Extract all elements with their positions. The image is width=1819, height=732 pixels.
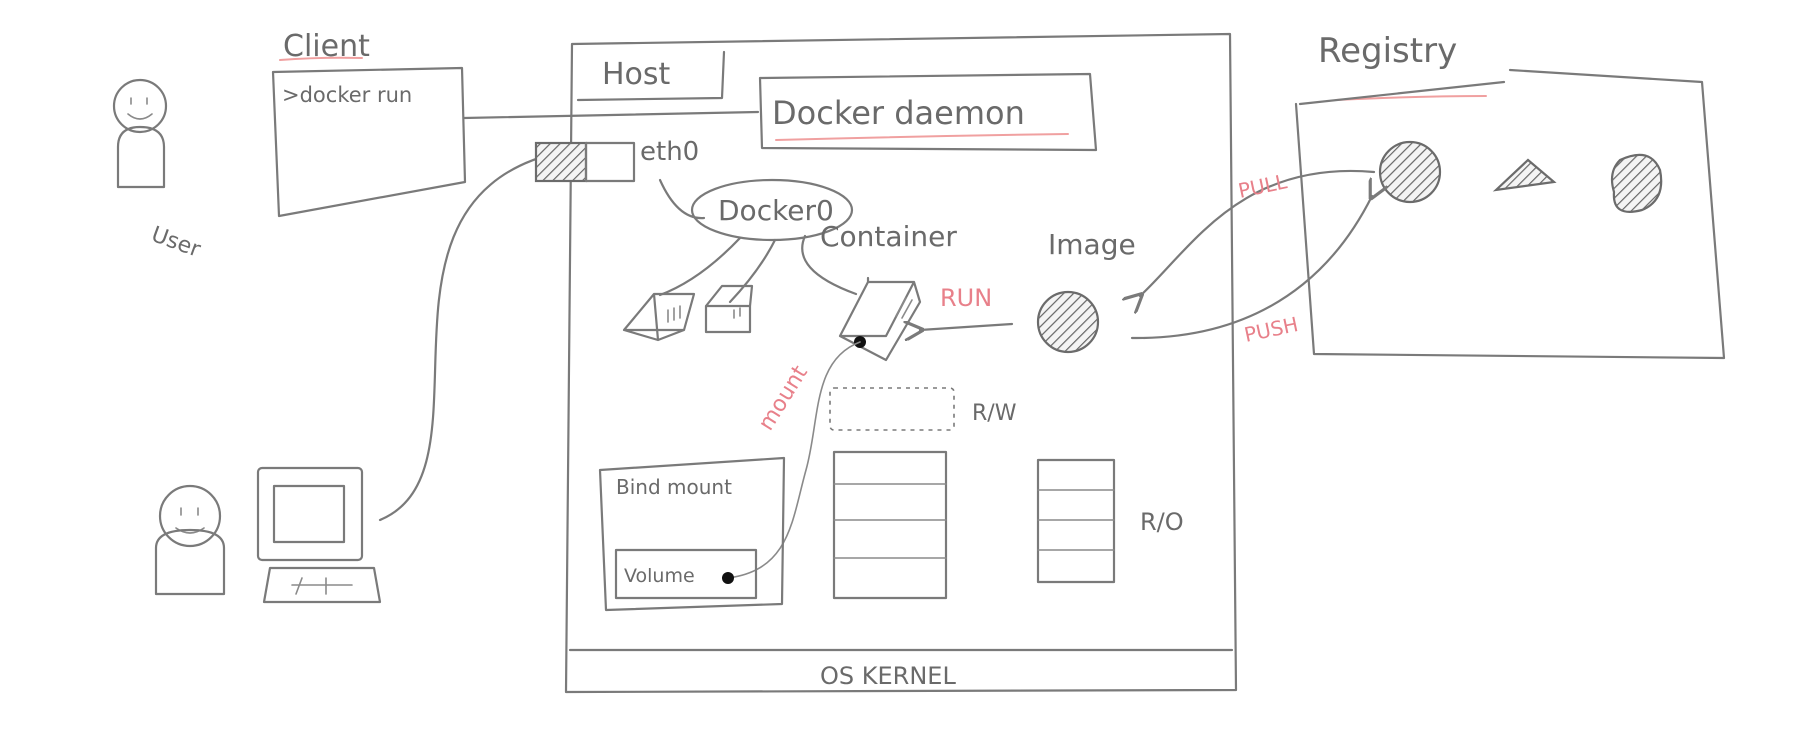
image-icon (1036, 290, 1100, 354)
registry-title: Registry (1318, 31, 1457, 71)
ro-label: R/O (1140, 508, 1184, 536)
rw-label: R/W (972, 401, 1017, 426)
push-arrow (1130, 196, 1372, 340)
bind-mount-label: Bind mount (616, 475, 732, 499)
registry-image-1 (1378, 140, 1442, 204)
docker-daemon-box: Docker daemon (758, 72, 1098, 152)
container-icon-1 (622, 292, 696, 342)
client-box: Client >docker run (271, 29, 467, 218)
monitor-icon (256, 466, 364, 562)
developer-figure (154, 466, 382, 604)
rw-layer (829, 387, 955, 431)
container-layer-stack (832, 450, 948, 600)
registry-image-3 (1610, 153, 1663, 213)
host-box: Host OS KERNEL (564, 32, 1238, 694)
mount-path (727, 341, 861, 579)
image-layer-stack (1036, 458, 1116, 584)
docker0-label: Docker0 (718, 194, 834, 227)
eth0-interface: eth0 (534, 137, 699, 183)
registry-image-2 (1492, 158, 1557, 192)
daemon-label: Docker daemon (772, 94, 1025, 132)
container-icon-3 (838, 276, 922, 362)
push-label: PUSH (1242, 312, 1300, 347)
user-figure: User (112, 78, 205, 263)
pull-label: PULL (1236, 169, 1290, 203)
registry-box: Registry (1294, 31, 1726, 360)
run-arrow (920, 324, 1014, 330)
volume-mount-dot (722, 572, 734, 584)
keyboard-icon (262, 566, 382, 604)
host-title: Host (602, 57, 671, 92)
docker0-bridge: Docker0 (690, 178, 854, 242)
user-label: User (148, 222, 205, 263)
container-icon-2 (704, 284, 754, 334)
volume-label: Volume (624, 565, 695, 587)
bind-mount-box: Bind mount Volume (598, 456, 786, 612)
client-daemon-line (462, 110, 760, 120)
mount-label: mount (754, 361, 813, 435)
image-label: Image (1048, 228, 1136, 261)
container-label: Container (820, 220, 957, 253)
pull-arrow (1140, 169, 1376, 296)
kernel-label: OS KERNEL (820, 662, 956, 690)
run-label: RUN (940, 284, 992, 312)
eth0-label: eth0 (640, 137, 699, 167)
client-command[interactable]: >docker run (282, 83, 412, 107)
network-cable (378, 150, 562, 522)
